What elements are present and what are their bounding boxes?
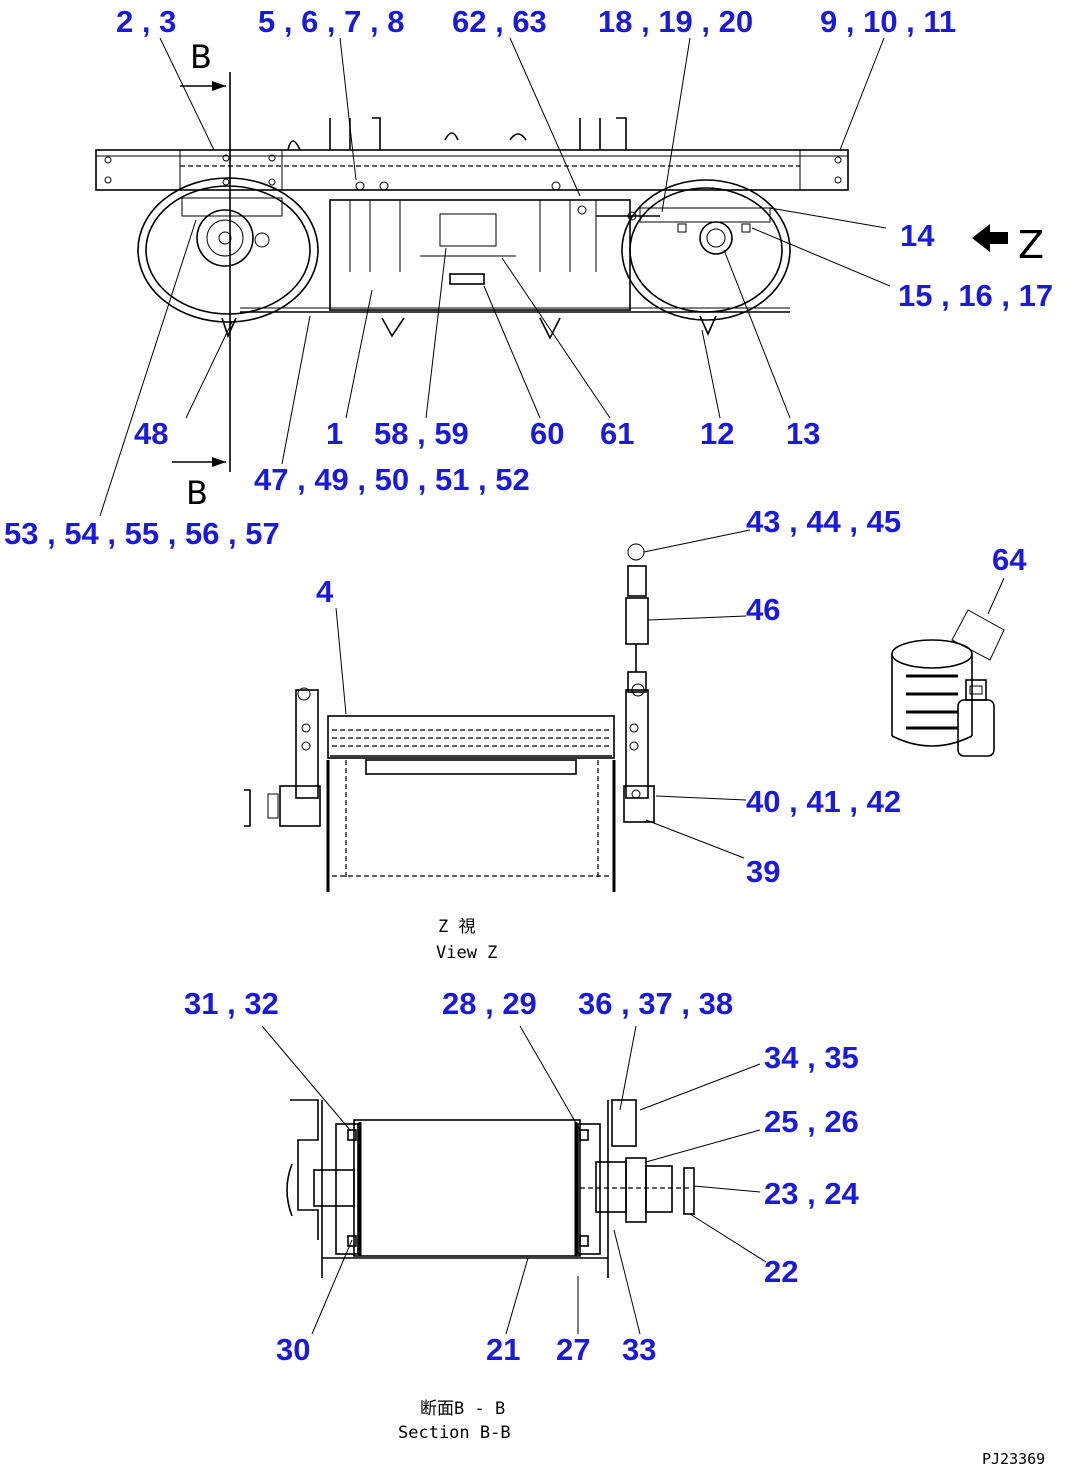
section-bb-assembly <box>261 1025 767 1335</box>
callout-13: 13 <box>786 416 820 451</box>
section-marker-bottom: B <box>186 474 208 512</box>
view-z-caption-en: View Z <box>436 943 497 963</box>
view-z-caption-jp: Z 視 <box>438 917 475 937</box>
callout-23-24: 23 , 24 <box>764 1176 860 1211</box>
section-caption-jp: 断面B - B <box>420 1399 505 1419</box>
callout-30: 30 <box>276 1332 310 1367</box>
callout-48: 48 <box>134 416 168 451</box>
callout-27: 27 <box>556 1332 590 1367</box>
callout-22: 22 <box>764 1254 798 1289</box>
view-z-assembly <box>244 529 751 892</box>
callout-64: 64 <box>992 542 1027 577</box>
view-arrow-icon <box>972 224 1008 252</box>
callout-43-45: 43 , 44 , 45 <box>746 504 901 539</box>
callout-60: 60 <box>530 416 564 451</box>
side-view-assembly: B B Z <box>95 37 1044 517</box>
drawing-number: PJ23369 <box>982 1450 1045 1468</box>
consumables-can-bottle <box>891 577 1005 757</box>
callout-15-17: 15 , 16 , 17 <box>898 278 1053 313</box>
section-caption-en: Section B-B <box>398 1423 511 1443</box>
callout-46: 46 <box>746 592 780 627</box>
callout-53-57: 53 , 54 , 55 , 56 , 57 <box>4 516 280 551</box>
view-z-marker: Z <box>1018 223 1044 267</box>
callout-14: 14 <box>900 218 935 253</box>
callout-40-42: 40 , 41 , 42 <box>746 784 901 819</box>
callout-12: 12 <box>700 416 734 451</box>
callout-labels: 2 , 3 5 , 6 , 7 , 8 62 , 63 18 , 19 , 20… <box>4 4 1053 1367</box>
callout-21: 21 <box>486 1332 520 1367</box>
callout-39: 39 <box>746 854 780 889</box>
callout-62-63: 62 , 63 <box>452 4 547 39</box>
callout-4: 4 <box>316 574 334 609</box>
callout-9-11: 9 , 10 , 11 <box>820 4 956 39</box>
callout-34-35: 34 , 35 <box>764 1040 859 1075</box>
captions: Z 視 View Z 断面B - B Section B-B PJ23369 <box>398 917 1045 1468</box>
callout-1: 1 <box>326 416 343 451</box>
callout-28-29: 28 , 29 <box>442 986 537 1021</box>
callout-61: 61 <box>600 416 634 451</box>
callout-33: 33 <box>622 1332 656 1367</box>
callout-25-26: 25 , 26 <box>764 1104 859 1139</box>
callout-31-32: 31 , 32 <box>184 986 279 1021</box>
callout-36-38: 36 , 37 , 38 <box>578 986 733 1021</box>
section-marker-top: B <box>190 38 212 76</box>
callout-18-20: 18 , 19 , 20 <box>598 4 753 39</box>
callout-47-52: 47 , 49 , 50 , 51 , 52 <box>254 462 530 497</box>
callout-5-8: 5 , 6 , 7 , 8 <box>258 4 404 39</box>
side-view-leaders <box>99 37 891 517</box>
callout-2-3: 2 , 3 <box>116 4 176 39</box>
callout-58-59: 58 , 59 <box>374 416 469 451</box>
